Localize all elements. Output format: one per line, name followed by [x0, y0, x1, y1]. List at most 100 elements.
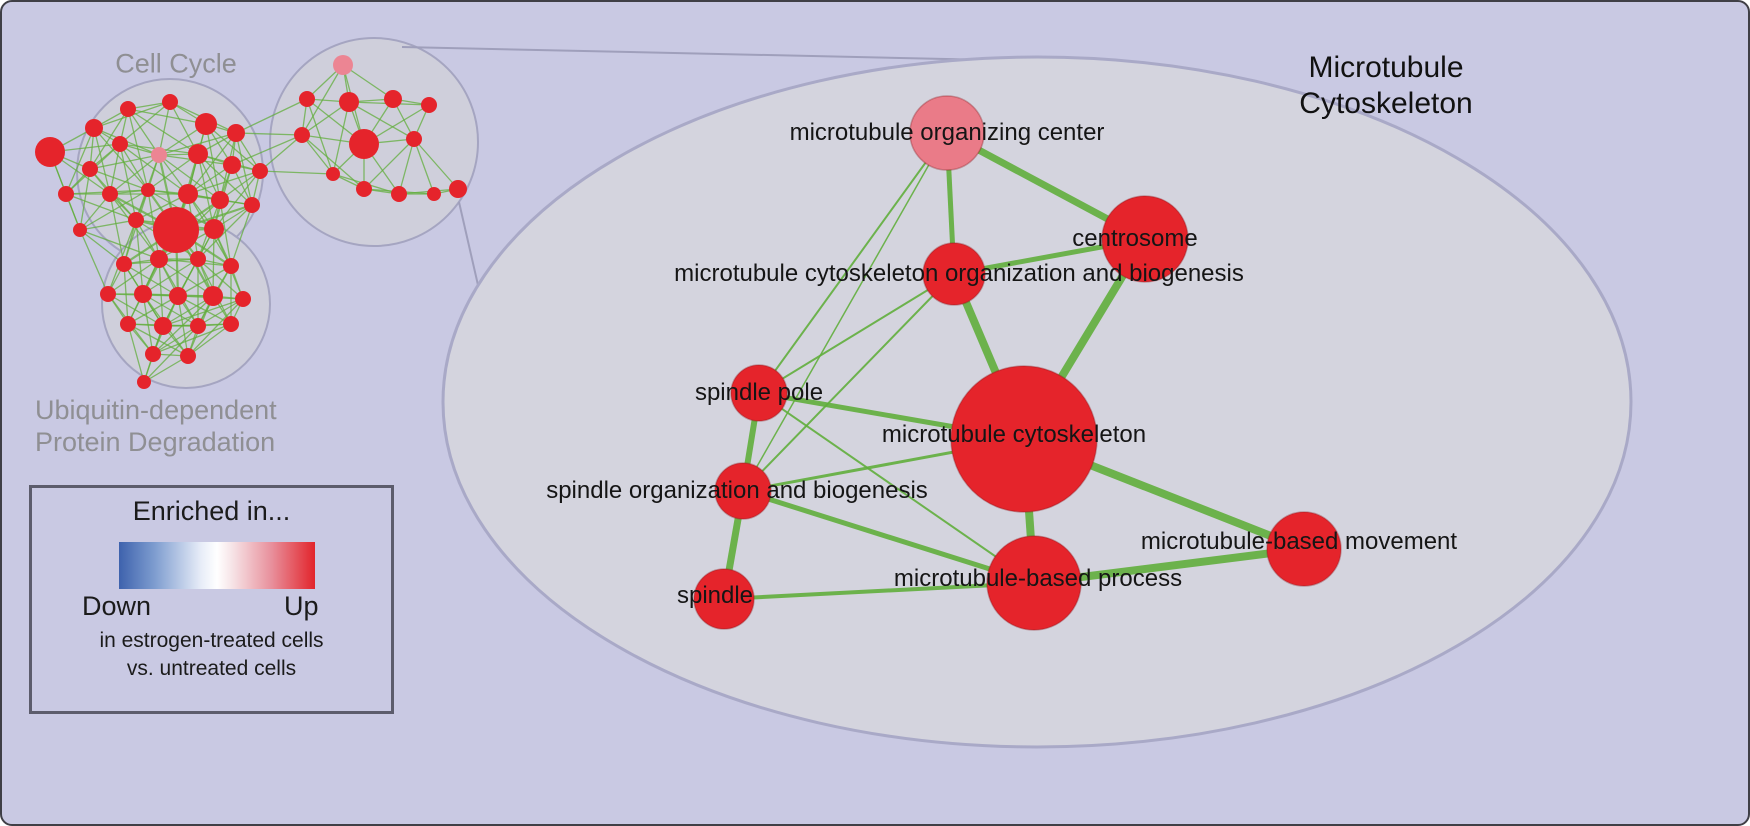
overview-edge [142, 258, 199, 295]
cluster-label-ubiquitin-line1: Ubiquitin-dependent [35, 395, 277, 425]
overview-edge [187, 298, 244, 357]
legend-gradient-bar [119, 542, 315, 589]
node-label-microtubule-cytoskeleton-organization-and-biogenesis: microtubule cytoskeleton organization an… [674, 260, 1244, 287]
overview-node-13 [102, 186, 118, 202]
overview-node-6 [112, 136, 128, 152]
overview-node-4 [195, 113, 217, 135]
overview-node-25 [384, 90, 402, 108]
overview-edge [65, 193, 137, 221]
overview-node-32 [391, 186, 407, 202]
overview-edge [235, 132, 303, 136]
overview-node-7 [151, 147, 167, 163]
overview-node-15 [178, 184, 198, 204]
overview-edge [413, 138, 459, 190]
overview-edge [259, 134, 303, 172]
cluster-label-ubiquitin-line2: Protein Degradation [35, 427, 276, 458]
detail-title: Microtubule Cytoskeleton [1299, 50, 1472, 122]
node-microtubule-cytoskeleton [950, 365, 1098, 513]
overview-edge [107, 258, 160, 295]
overview-edge [332, 101, 350, 175]
overview-edge [79, 229, 160, 260]
overview-node-27 [294, 127, 310, 143]
overview-node-19 [153, 207, 199, 253]
overview-node-24 [339, 92, 359, 112]
overview-edge [235, 98, 308, 134]
overview-node-18 [128, 212, 144, 228]
zoom-cone-line [401, 46, 993, 61]
overview-node-12 [58, 186, 74, 202]
node-label-spindle: spindle [676, 582, 754, 609]
overview-edge [197, 258, 244, 300]
overview-edge [123, 263, 179, 297]
overview-node-44 [120, 316, 136, 332]
overview-node-10 [252, 163, 268, 179]
overview-edge [127, 108, 160, 156]
overview-node-39 [100, 286, 116, 302]
overview-edge [235, 132, 253, 206]
legend-box: Enriched in... Down Up in estrogen-treat… [29, 485, 394, 714]
overview-node-3 [162, 94, 178, 110]
overview-edge [187, 132, 237, 195]
overview-node-9 [223, 156, 241, 174]
overview-edge [363, 138, 415, 190]
legend-down-label: Down [82, 591, 152, 621]
node-spindle [693, 568, 755, 630]
overview-node-5 [227, 124, 245, 142]
overview-edge [119, 101, 171, 145]
overview-edge [89, 168, 149, 191]
detail-title-line2: Cytoskeleton [1299, 87, 1473, 120]
overview-edge [187, 323, 232, 357]
overview-node-34 [326, 167, 340, 181]
overview-node-21 [73, 223, 87, 237]
overview-node-46 [190, 318, 206, 334]
overview-node-47 [223, 316, 239, 332]
overview-edge [158, 132, 237, 156]
overview-edge [79, 168, 91, 231]
overview-edge [147, 153, 199, 191]
overview-edge [158, 258, 164, 327]
overview-node-33 [427, 187, 441, 201]
node-label-centrosome: centrosome [1072, 225, 1198, 252]
node-microtubule-cytoskeleton-organization-and-biogenesis [922, 242, 986, 306]
overview-node-43 [235, 291, 251, 307]
node-microtubule-based-process [986, 535, 1082, 631]
cluster-label-cell-cycle: Cell Cycle [115, 48, 237, 79]
overview-edge [213, 170, 261, 230]
edge-microtubule-organizing-center--spindle-pole [758, 132, 948, 394]
overview-edge [143, 325, 199, 383]
overview-edge [89, 154, 160, 170]
legend-up-label: Up [284, 591, 319, 621]
legend-title: Enriched in... [132, 496, 291, 526]
overview-edge [152, 323, 232, 355]
overview-edge [177, 265, 232, 297]
overview-node-37 [190, 251, 206, 267]
node-label-microtubule-cytoskeleton: microtubule cytoskeleton [881, 421, 1147, 448]
overview-edge [109, 143, 121, 195]
edge-microtubule-cytoskeleton-organization-and-biogenesis--spindle-organization-and-biogenesis [742, 273, 955, 492]
overview-edge [93, 127, 149, 191]
node-label-spindle-pole: spindle pole [694, 379, 824, 406]
overview-node-42 [203, 286, 223, 306]
overview-node-50 [137, 375, 151, 389]
overview-edge [143, 355, 189, 383]
node-label-microtubule-organizing-center: microtubule organizing center [789, 119, 1105, 146]
overview-node-11 [82, 161, 98, 177]
overview-edge [301, 134, 334, 175]
overview-node-20 [204, 219, 224, 239]
overview-node-0 [35, 137, 65, 167]
overview-edge [152, 325, 199, 355]
overview-node-2 [120, 101, 136, 117]
overview-edge [127, 108, 199, 155]
node-label-spindle-organization-and-biogenesis: spindle organization and biogenesis [546, 477, 928, 504]
overview-node-49 [180, 348, 196, 364]
overview-node-29 [406, 131, 422, 147]
node-centrosome [1101, 195, 1189, 283]
overview-node-17 [244, 197, 260, 213]
overview-edge [342, 64, 394, 100]
node-microtubule-organizing-center [909, 95, 985, 171]
overview-edge [79, 229, 109, 295]
overview-node-35 [116, 256, 132, 272]
